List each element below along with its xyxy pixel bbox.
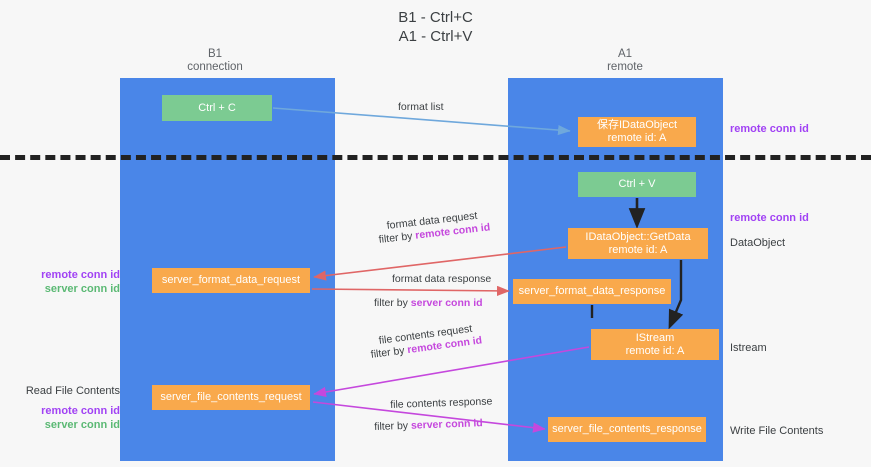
- annotation-remote-conn-id: remote conn id: [41, 269, 120, 281]
- filter-key-server-conn-id: server conn id: [410, 417, 483, 432]
- filter-prefix: filter by: [378, 229, 417, 246]
- node-ctrl-v[interactable]: Ctrl + V: [578, 172, 696, 197]
- annotation-remote-conn-id-top: remote conn id: [730, 122, 809, 136]
- annotation-server-conn-id: server conn id: [44, 419, 120, 431]
- edge-label-format-data-response-filter: filter by server conn id: [374, 296, 483, 310]
- node-istream[interactable]: IStream remote id: A: [591, 329, 719, 360]
- edge-label-file-contents-response-filter: filter by server conn id: [374, 416, 483, 434]
- annotation-server-conn-id: server conn id: [44, 283, 120, 295]
- annotation-text: DataObject: [730, 237, 786, 249]
- node-idataobject[interactable]: 保存IDataObject remote id: A: [578, 117, 696, 147]
- node-ctrl-c[interactable]: Ctrl + C: [162, 95, 272, 121]
- edge-label-format-data-response: format data response: [392, 273, 492, 285]
- annotation-istream: Istream: [730, 341, 767, 355]
- annotation-text: remote conn id: [730, 212, 809, 224]
- node-server-format-data-request[interactable]: server_format_data_request: [152, 268, 310, 293]
- annotation-read-file-contents: Read File Contents: [25, 385, 120, 397]
- node-server-file-contents-request[interactable]: server_file_contents_request: [152, 385, 310, 410]
- annotation-text: Write File Contents: [730, 425, 824, 437]
- edge-label-format-list: format list: [398, 101, 444, 113]
- filter-prefix: filter by: [370, 344, 409, 361]
- node-server-format-data-response[interactable]: server_format_data_response: [513, 279, 671, 304]
- annotation-dataobject: DataObject: [730, 236, 785, 250]
- annotation-write-file-contents: Write File Contents: [730, 424, 823, 438]
- annotation-conn-ids-left: remote conn id server conn id: [20, 268, 120, 296]
- node-idataobject-getdata[interactable]: IDataObject::GetData remote id: A: [568, 228, 708, 259]
- arrow-format-data-response: [311, 285, 510, 296]
- column-header-b1: B1 connection: [187, 48, 243, 73]
- filter-prefix: filter by: [374, 297, 411, 309]
- annotation-read-file-contents-group: Read File Contents remote conn id server…: [12, 384, 120, 432]
- column-header-a1: A1 remote: [607, 48, 643, 73]
- annotation-text: remote conn id: [730, 123, 809, 135]
- filter-prefix: filter by: [374, 419, 412, 433]
- annotation-remote-conn-id: remote conn id: [41, 405, 120, 417]
- filter-key-server-conn-id: server conn id: [410, 297, 483, 309]
- node-server-file-contents-response[interactable]: server_file_contents_response: [548, 417, 706, 442]
- annotation-text: Istream: [730, 342, 767, 354]
- phase-divider: [0, 155, 871, 160]
- annotation-remote-conn-id-mid: remote conn id: [730, 211, 809, 225]
- edge-label-file-contents-response: file contents response: [390, 395, 493, 411]
- diagram-title: B1 - Ctrl+C A1 - Ctrl+V: [398, 9, 473, 45]
